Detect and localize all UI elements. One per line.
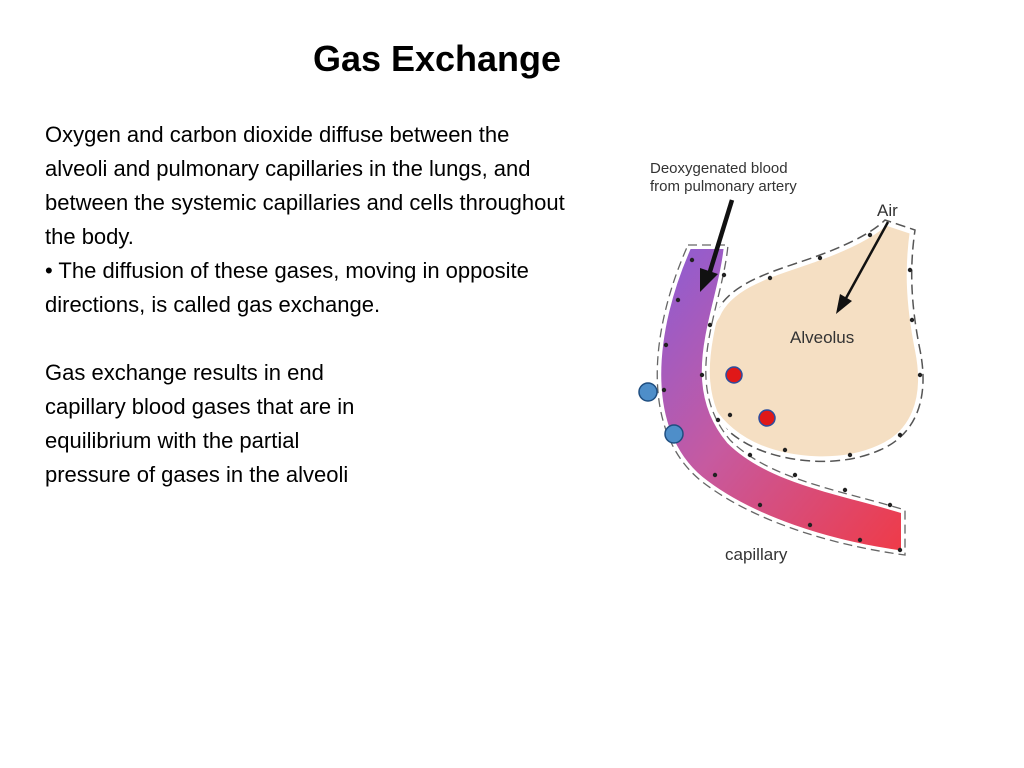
paragraph-spacer — [45, 322, 565, 356]
alveolus-wall — [697, 219, 924, 463]
label-air: Air — [877, 201, 898, 220]
capillary-wall — [656, 244, 906, 556]
paragraph-systemic: between the systemic capillaries and cel… — [45, 190, 565, 249]
paragraph-equilibrium: Gas exchange results in end capillary bl… — [45, 360, 355, 487]
oxygen-molecule — [725, 366, 743, 384]
arrow-deoxygenated — [700, 199, 735, 292]
label-alveolus: Alveolus — [790, 328, 854, 347]
body-text: Oxygen and carbon dioxide diffuse betwee… — [45, 118, 565, 492]
co2-molecule — [664, 424, 684, 444]
label-deoxygenated-blood-1: Deoxygenated blood — [650, 160, 788, 177]
arrow-air — [836, 221, 890, 314]
gas-exchange-diagram: Deoxygenated blood from pulmonary artery… — [638, 160, 928, 564]
oxygen-molecule — [758, 409, 776, 427]
paragraph-diffusion: Oxygen and carbon dioxide diffuse betwee… — [45, 122, 531, 181]
label-capillary: capillary — [725, 545, 788, 564]
slide-title: Gas Exchange — [312, 38, 562, 79]
label-deoxygenated-blood-2: from pulmonary artery — [650, 178, 797, 195]
co2-molecule — [638, 382, 658, 402]
paragraph-gas-exchange-definition: • The diffusion of these gases, moving i… — [45, 258, 529, 317]
